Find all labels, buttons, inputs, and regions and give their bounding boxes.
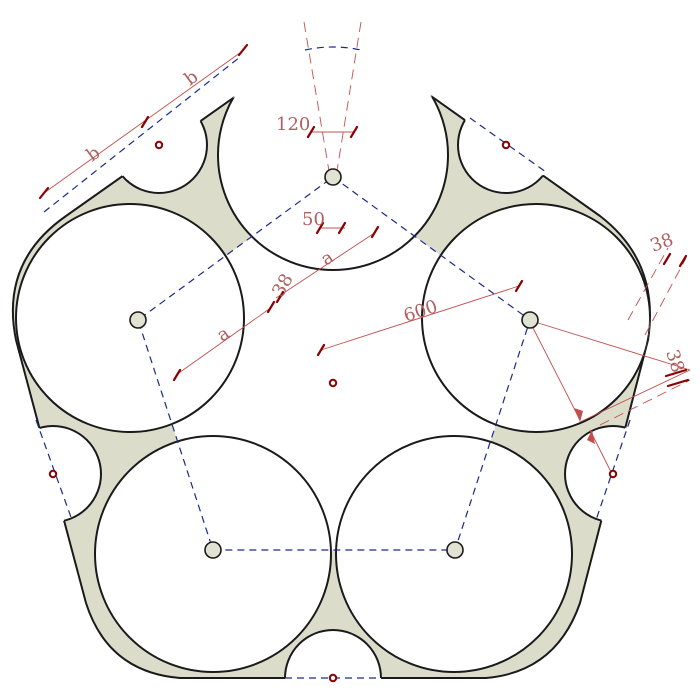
label-50: 50 [302, 209, 325, 230]
tick [666, 378, 690, 388]
dimension-extension-dashes [303, 21, 691, 426]
arrowhead [587, 430, 595, 444]
label-b-upper: b [181, 66, 203, 90]
tick [306, 125, 316, 139]
dim-line-radial-small [589, 429, 613, 475]
label-b-lower: b [83, 142, 105, 166]
dimension-arrows [574, 408, 595, 444]
large-cutout-bottom-left [94, 435, 332, 673]
pitch-line-upper-left [43, 56, 241, 213]
tick [349, 125, 359, 139]
small-cutout-bottom [284, 629, 382, 678]
tick [662, 252, 672, 266]
pitch-pentagon [137, 176, 531, 551]
ext-line-right-c [599, 379, 691, 426]
cutout-outlines [12, 49, 650, 678]
dim-line-radial-right [529, 321, 581, 421]
dim-line-600 [320, 285, 520, 351]
large-cutout-right [421, 203, 650, 433]
tick [664, 368, 688, 378]
pitch-arc-top [304, 46, 362, 51]
ext-line-right-a [644, 257, 687, 336]
large-cutout-top [217, 49, 449, 271]
ext-line-top-left [303, 21, 331, 178]
ext-line-top-right [335, 21, 362, 178]
tick [275, 290, 285, 304]
pin-bottom-left [204, 541, 222, 559]
pin-right [521, 311, 539, 329]
pin-left [129, 311, 147, 329]
hole-marker-right [608, 469, 618, 479]
dimension-ticks [38, 43, 690, 388]
dim-line-a-lower [175, 306, 273, 376]
ext-line-right-b [627, 247, 669, 321]
large-cutout-bottom-right [335, 435, 573, 673]
dim-line-38-extension [534, 321, 691, 371]
pitch-line-upper-right [469, 117, 547, 173]
tick [337, 221, 347, 235]
hole-marker-center [328, 378, 338, 388]
tick [370, 225, 380, 239]
hole-marker-left [48, 469, 58, 479]
tick [678, 254, 688, 268]
pin-top [324, 168, 342, 186]
large-cutout-left [15, 203, 245, 433]
hole-marker-bottom [328, 673, 338, 683]
pin-bottom-right [446, 541, 464, 559]
tick [237, 43, 249, 57]
dim-line-38-right [579, 369, 691, 423]
tick [38, 186, 50, 200]
hole-markers [48, 140, 618, 683]
plate-body [11, 48, 651, 679]
tick [172, 368, 182, 382]
dim-line-b [43, 49, 245, 194]
tick [514, 279, 524, 293]
tick [316, 343, 326, 357]
dim-line-a-upper [275, 231, 377, 299]
arrowhead [574, 408, 583, 422]
tick [140, 115, 150, 129]
label-120: 120 [276, 114, 310, 135]
pins [129, 168, 539, 559]
hole-marker-upper-left [154, 140, 164, 150]
tick [266, 300, 276, 314]
hole-marker-upper-right [501, 140, 511, 150]
label-38-top: 38 [648, 229, 677, 257]
tick [315, 221, 325, 235]
